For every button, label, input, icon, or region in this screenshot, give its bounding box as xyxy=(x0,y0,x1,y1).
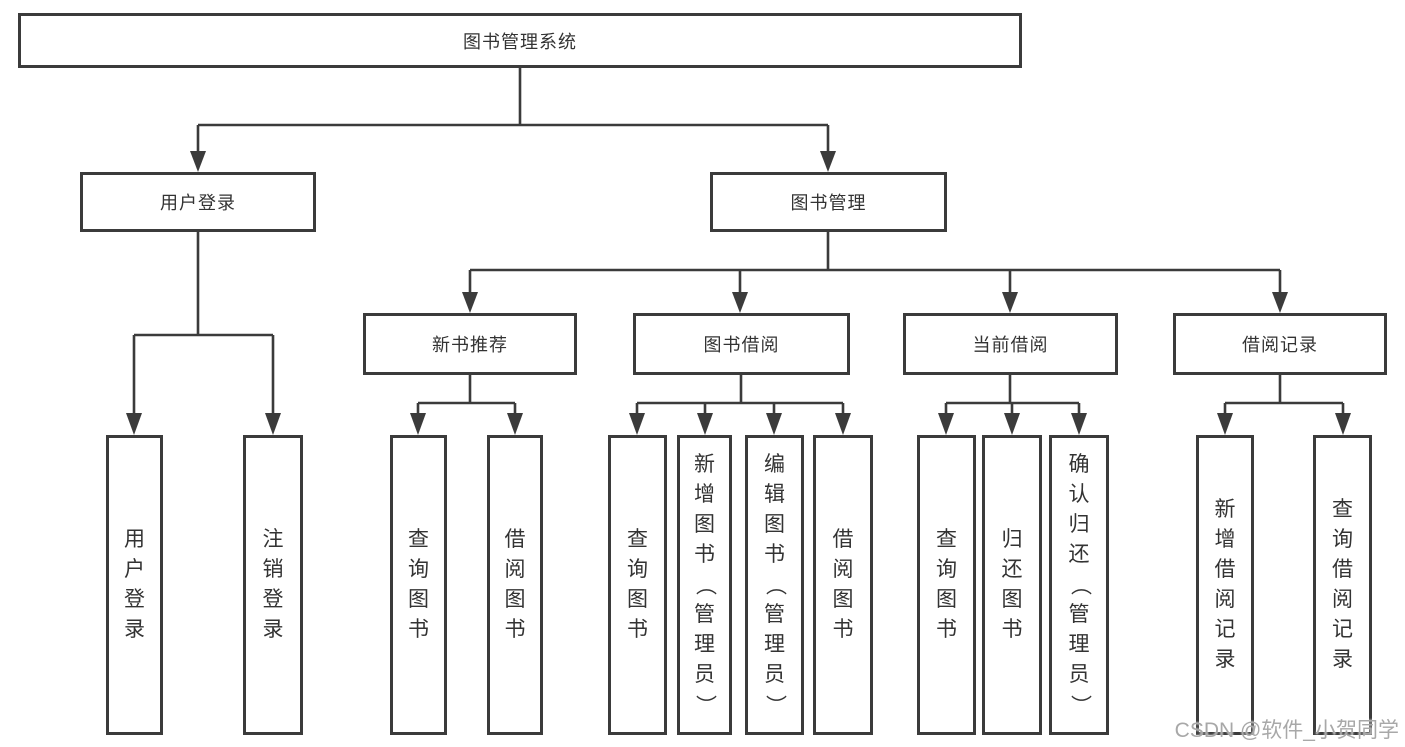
watermark-text: CSDN @软件_小贺同学 xyxy=(1174,719,1399,742)
node-label: 用户登录 xyxy=(124,528,145,641)
leaf-add-borrow-record: 新增借阅记录 xyxy=(1196,435,1254,735)
node-label: 图书管理系统 xyxy=(463,31,577,52)
node-label: 借阅记录 xyxy=(1242,335,1318,355)
node-borrowing-records: 借阅记录 xyxy=(1173,313,1387,375)
leaf-confirm-return-admin: 确认归还（管理员） xyxy=(1049,435,1109,735)
leaf-logout: 注销登录 xyxy=(243,435,303,735)
node-label: 当前借阅 xyxy=(972,335,1049,355)
node-label: 借阅图书 xyxy=(832,528,854,641)
node-label: 图书管理 xyxy=(790,193,867,213)
node-new-book-recommendation: 新书推荐 xyxy=(363,313,577,375)
leaf-borrow-books-borrowing: 借阅图书 xyxy=(813,435,873,735)
connector-book-management xyxy=(462,232,1288,313)
node-book-management: 图书管理 xyxy=(710,172,947,232)
leaf-add-book-admin: 新增图书（管理员） xyxy=(677,435,732,735)
node-current-borrowing: 当前借阅 xyxy=(903,313,1118,375)
leaf-query-books-borrowing: 查询图书 xyxy=(608,435,667,735)
node-label: 编辑图书（管理员） xyxy=(763,453,787,716)
node-label: 图书借阅 xyxy=(703,335,780,355)
node-label: 查询图书 xyxy=(408,528,429,641)
leaf-query-borrow-record: 查询借阅记录 xyxy=(1313,435,1372,735)
node-label: 注销登录 xyxy=(262,528,284,641)
node-label: 查询图书 xyxy=(936,528,957,641)
connector-current-borrowing xyxy=(938,375,1087,435)
node-label: 确认归还（管理员） xyxy=(1068,453,1091,716)
connector-user-login xyxy=(126,232,281,435)
connector-root xyxy=(190,68,836,172)
connector-borrowing-records xyxy=(1217,375,1351,435)
node-book-borrowing: 图书借阅 xyxy=(633,313,850,375)
node-user-login: 用户登录 xyxy=(80,172,316,232)
node-library-management-system: 图书管理系统 xyxy=(18,13,1022,68)
node-label: 借阅图书 xyxy=(504,528,526,641)
node-label: 归还图书 xyxy=(1001,528,1023,641)
node-label: 查询借阅记录 xyxy=(1332,498,1353,671)
node-label: 新增借阅记录 xyxy=(1214,498,1236,671)
leaf-edit-book-admin: 编辑图书（管理员） xyxy=(745,435,804,735)
node-label: 用户登录 xyxy=(160,193,236,213)
node-label: 查询图书 xyxy=(627,528,648,641)
leaf-user-login: 用户登录 xyxy=(106,435,163,735)
connector-new-book-recommendation xyxy=(410,375,523,435)
leaf-query-books-recommend: 查询图书 xyxy=(390,435,447,735)
node-label: 新书推荐 xyxy=(432,335,508,355)
node-label: 新增图书（管理员） xyxy=(693,453,717,716)
leaf-borrow-books-recommend: 借阅图书 xyxy=(487,435,543,735)
leaf-query-books-current: 查询图书 xyxy=(917,435,976,735)
leaf-return-books: 归还图书 xyxy=(982,435,1042,735)
connector-book-borrowing xyxy=(629,375,851,435)
